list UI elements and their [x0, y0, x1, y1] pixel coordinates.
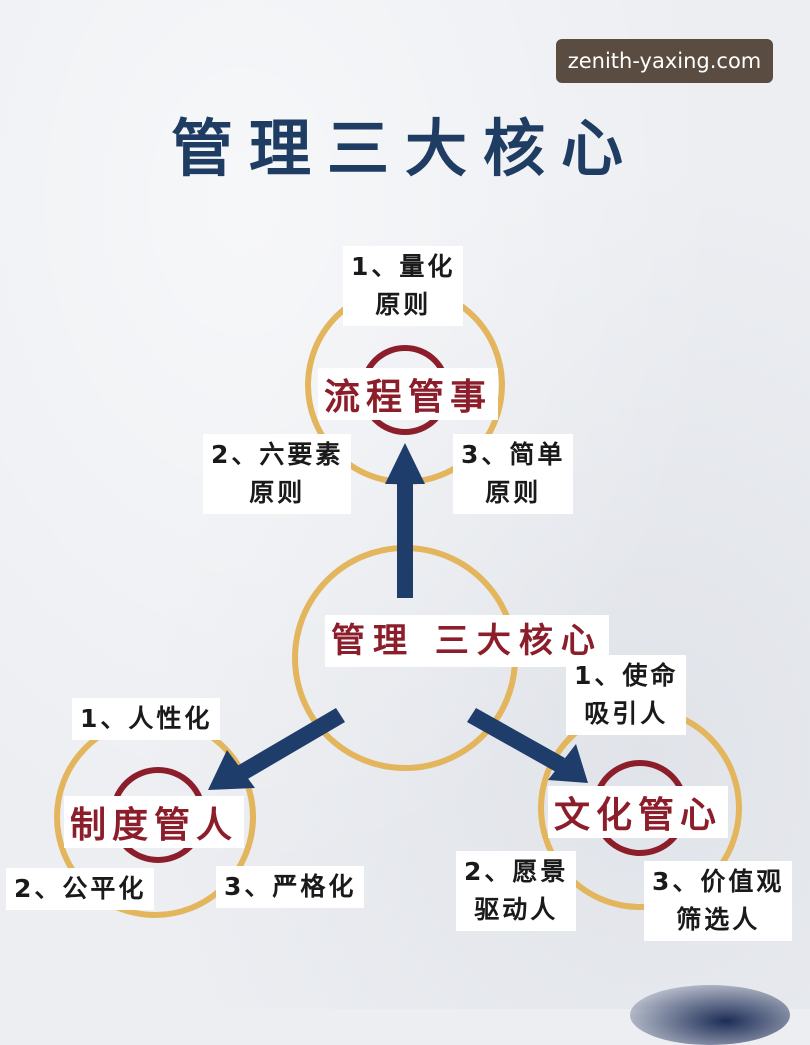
system-point-1-line1: 1、人性化	[80, 704, 213, 733]
culture-point-2-line1: 2、愿景	[464, 857, 569, 886]
system-core-label: 制度管人	[64, 796, 245, 848]
process-point-1-line2: 原则	[375, 290, 432, 319]
culture-point-1-line2: 吸引人	[584, 699, 669, 728]
culture-point-1: 1、使命 吸引人	[566, 655, 687, 735]
system-point-1: 1、人性化	[72, 698, 221, 740]
page-title: 管理三大核心	[170, 112, 639, 185]
center-core-label: 管理 三大核心	[325, 615, 609, 667]
process-point-3-line2: 原则	[485, 478, 542, 507]
culture-point-2: 2、愿景 驱动人	[456, 851, 577, 931]
culture-point-3-line2: 筛选人	[676, 905, 761, 934]
process-point-2-line1: 2、六要素	[211, 440, 344, 469]
arrow-to-process	[385, 443, 425, 598]
process-point-3-line1: 3、简单	[461, 440, 566, 469]
culture-point-1-line1: 1、使命	[574, 661, 679, 690]
arrow-to-culture	[467, 708, 588, 783]
diagram-graphics	[54, 285, 742, 918]
process-point-3: 3、简单 原则	[453, 434, 574, 514]
process-point-2-line2: 原则	[249, 478, 306, 507]
culture-core-label: 文化管心	[548, 786, 729, 838]
system-point-2-line1: 2、公平化	[14, 874, 147, 903]
system-point-3-line1: 3、严格化	[224, 872, 357, 901]
center-core-line2: 三大核心	[434, 621, 603, 661]
watermark-badge: zenith-yaxing.com	[556, 39, 773, 83]
center-core-line1: 管理	[331, 621, 415, 661]
arrow-to-system	[208, 708, 345, 790]
corner-shadow	[630, 985, 790, 1045]
culture-point-3-line1: 3、价值观	[652, 867, 785, 896]
process-point-1-line1: 1、量化	[351, 252, 456, 281]
process-point-2: 2、六要素 原则	[203, 434, 352, 514]
system-point-3: 3、严格化	[216, 866, 365, 908]
process-core-label: 流程管事	[318, 368, 499, 420]
process-point-1: 1、量化 原则	[343, 246, 464, 326]
culture-point-3: 3、价值观 筛选人	[644, 861, 793, 941]
system-point-2: 2、公平化	[6, 868, 155, 910]
culture-point-2-line2: 驱动人	[474, 895, 559, 924]
